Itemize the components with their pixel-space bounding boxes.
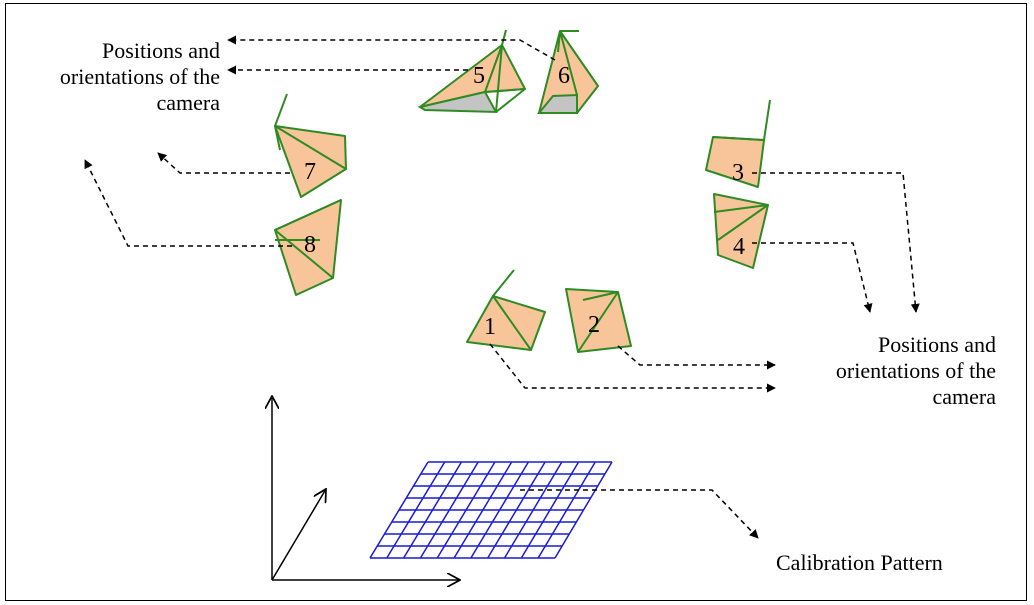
camera-5: 5 xyxy=(417,29,526,114)
arrow-camera-3 xyxy=(752,172,920,313)
axis-y xyxy=(271,489,326,581)
coordinate-axes xyxy=(272,396,460,580)
label-camera-positions-right: Positions and orientations of the camera xyxy=(835,332,996,409)
camera-6: 6 xyxy=(536,30,599,114)
arrow-camera-4 xyxy=(752,242,873,313)
camera-1: 1 xyxy=(466,269,546,351)
diagram-frame xyxy=(5,3,1027,601)
arrow-camera-8 xyxy=(84,159,292,247)
label-calibration-pattern: Calibration Pattern xyxy=(776,550,943,575)
calibration-grid xyxy=(369,461,613,559)
label-camera-positions-left: Positions and orientations of the camera xyxy=(59,38,220,115)
camera-7: 7 xyxy=(274,93,347,198)
camera-1-number: 1 xyxy=(484,314,496,340)
camera-4-number: 4 xyxy=(733,234,745,260)
arrow-camera-1 xyxy=(489,343,776,393)
arrow-camera-6 xyxy=(227,35,556,61)
camera-6-number: 6 xyxy=(558,63,570,89)
camera-2: 2 xyxy=(565,288,632,353)
arrow-calibration xyxy=(520,489,759,539)
camera-7-number: 7 xyxy=(304,159,316,185)
camera-5-number: 5 xyxy=(473,63,485,89)
camera-2-number: 2 xyxy=(588,312,600,338)
arrow-camera-7 xyxy=(157,152,290,174)
camera-8: 8 xyxy=(274,199,342,296)
camera-4: 4 xyxy=(713,193,769,269)
dashed-arrows xyxy=(84,35,920,539)
camera-8-number: 8 xyxy=(304,232,316,258)
camera-3: 3 xyxy=(705,99,771,188)
camera-3-number: 3 xyxy=(732,160,744,186)
arrow-camera-2 xyxy=(617,345,776,370)
